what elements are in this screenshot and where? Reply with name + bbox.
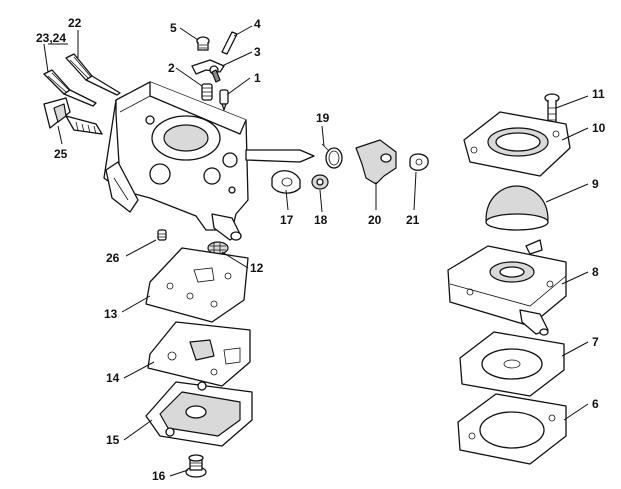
callout-10: 10 xyxy=(592,121,606,135)
callout-2: 2 xyxy=(168,61,175,75)
callout-3: 3 xyxy=(254,45,261,59)
callout-26: 26 xyxy=(106,251,120,265)
part-21-e-clip xyxy=(409,153,429,171)
part-10-pump-cover xyxy=(463,111,571,177)
callout-23-24: 23,24 xyxy=(36,31,66,45)
callout-22: 22 xyxy=(68,16,82,30)
carburetor-body xyxy=(103,81,315,241)
part-25-idle-stop xyxy=(43,97,103,135)
callout-16: 16 xyxy=(152,469,166,483)
callout-19: 19 xyxy=(316,111,330,125)
part-1-inlet-needle xyxy=(219,89,229,111)
callout-25: 25 xyxy=(54,147,68,161)
callout-12: 12 xyxy=(250,261,264,275)
part-6-pump-gasket xyxy=(457,393,567,465)
part-8-pump-body xyxy=(447,239,567,336)
part-19-torsion-spring xyxy=(321,143,343,169)
callout-15: 15 xyxy=(106,433,120,447)
part-20-throttle-lever xyxy=(355,139,397,185)
part-22-adjusting-screw xyxy=(65,53,121,96)
part-16-screw xyxy=(185,454,207,478)
callout-labels: 22 23,24 25 5 4 3 2 1 19 17 18 20 21 11 … xyxy=(36,16,606,483)
callout-8: 8 xyxy=(592,265,599,279)
part-7-pump-diaphragm xyxy=(459,331,565,397)
part-3-lever xyxy=(191,59,225,83)
part-9-primer-bulb xyxy=(485,185,549,231)
callout-13: 13 xyxy=(104,307,118,321)
part-5-screw xyxy=(196,36,210,51)
callout-9: 9 xyxy=(592,177,599,191)
part-15-end-cover xyxy=(145,381,253,447)
callout-20: 20 xyxy=(368,213,382,227)
callout-14: 14 xyxy=(106,371,120,385)
part-26-plug xyxy=(157,229,167,241)
part-14-diaphragm xyxy=(147,321,251,387)
part-18-bushing xyxy=(311,174,329,190)
part-23-24-adjusting-screw xyxy=(43,69,97,107)
callout-5: 5 xyxy=(170,21,177,35)
part-17-clip xyxy=(271,170,301,194)
callout-4: 4 xyxy=(254,17,261,31)
callout-6: 6 xyxy=(592,397,599,411)
part-2-spring xyxy=(201,83,213,101)
part-13-gasket xyxy=(145,247,249,323)
callout-11: 11 xyxy=(592,87,605,101)
callout-18: 18 xyxy=(314,213,328,227)
callout-21: 21 xyxy=(406,213,420,227)
callout-1: 1 xyxy=(254,71,261,85)
leader-lines xyxy=(43,25,589,477)
callout-17: 17 xyxy=(280,213,294,227)
callout-7: 7 xyxy=(592,335,599,349)
